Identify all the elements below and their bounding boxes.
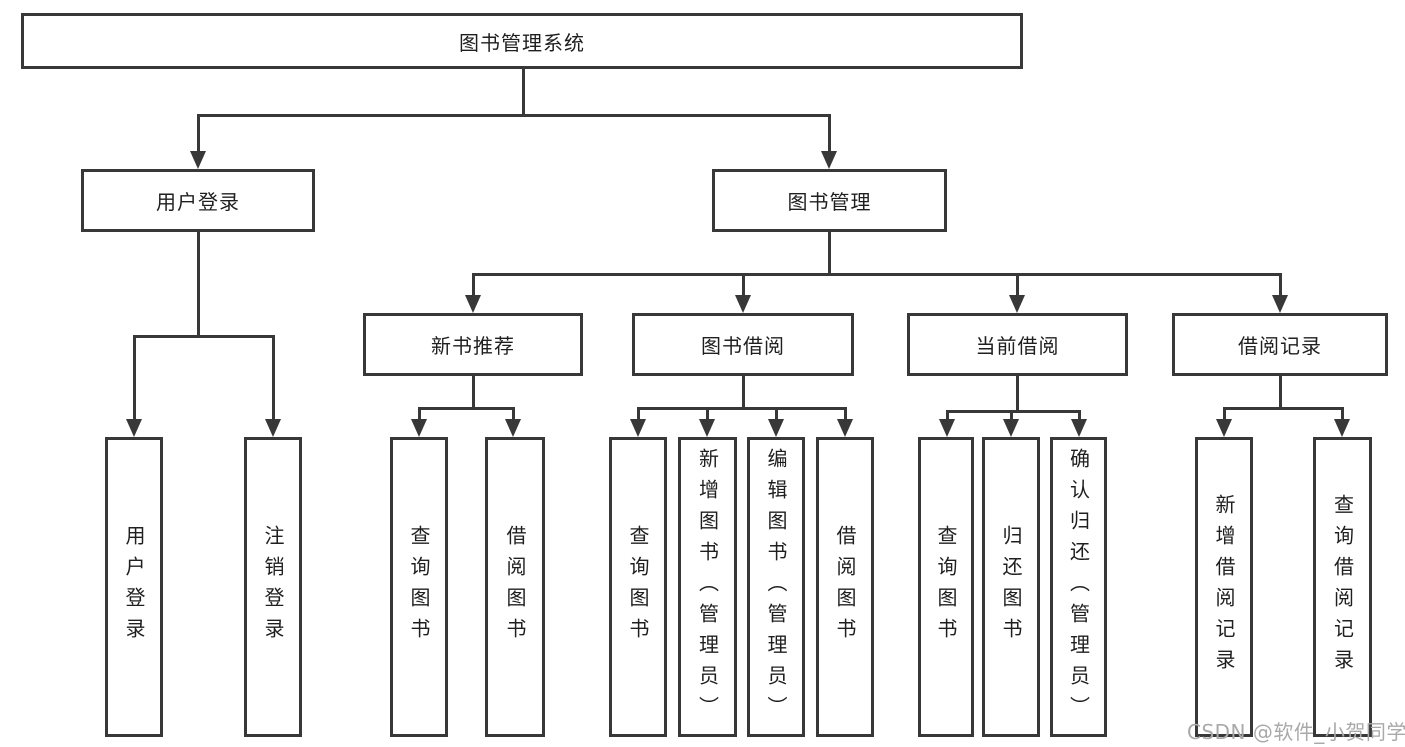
- arrowhead-leaf-add-books: [699, 419, 715, 437]
- arrowhead-leaf-query-borrow: [630, 419, 646, 437]
- edge-to-user-login: [197, 114, 200, 153]
- edge-to-leaf-query-recommend: [418, 407, 421, 419]
- arrowhead-leaf-query-record: [1334, 419, 1350, 437]
- edge-to-leaf-borrow-books: [844, 407, 847, 419]
- edge-level2-bus: [197, 114, 831, 117]
- leaf-borrow-books-recommend: 借阅图书: [485, 437, 545, 737]
- edge-to-leaf-query-current: [946, 410, 949, 419]
- leaf-query-borrow-record: 查询借阅记录: [1313, 437, 1372, 737]
- arrowhead-leaf-query-recommend: [411, 419, 427, 437]
- node-book-borrow: 图书借阅: [632, 313, 854, 376]
- arrowhead-user-login: [190, 151, 206, 169]
- edge-to-book-management: [828, 114, 831, 153]
- arrowhead-leaf-query-current: [939, 419, 955, 437]
- node-new-book-recommend: 新书推荐: [363, 313, 583, 376]
- leaf-add-borrow-record: 新增借阅记录: [1195, 437, 1253, 737]
- leaf-confirm-return-admin: 确认归还（管理员）: [1050, 437, 1107, 737]
- edge-to-leaf-return-books: [1010, 410, 1013, 419]
- edge-book-management-trunk: [828, 232, 831, 273]
- edge-current-borrow-bus: [946, 410, 1080, 413]
- arrowhead-book-borrow: [735, 295, 751, 313]
- arrowhead-leaf-edit-books: [768, 419, 784, 437]
- arrowhead-current-borrow: [1009, 295, 1025, 313]
- edge-to-book-borrow: [742, 273, 745, 297]
- arrowhead-leaf-confirm-return: [1071, 419, 1087, 437]
- edge-to-leaf-add-books: [706, 407, 709, 419]
- leaf-add-books-admin: 新增图书（管理员）: [678, 437, 737, 737]
- edge-to-leaf-query-record: [1341, 407, 1344, 419]
- leaf-logout: 注销登录: [244, 437, 302, 737]
- leaf-query-books-borrow: 查询图书: [609, 437, 667, 737]
- edge-borrow-records-trunk: [1279, 376, 1282, 410]
- edge-current-borrow-trunk: [1016, 376, 1019, 413]
- arrowhead-leaf-borrow-books: [837, 419, 853, 437]
- edge-to-leaf-borrow-recommend: [512, 407, 515, 419]
- leaf-query-books-recommend: 查询图书: [390, 437, 448, 737]
- edge-book-borrow-bus: [637, 407, 846, 410]
- edge-to-leaf-add-record: [1223, 407, 1226, 419]
- edge-new-book-bus: [418, 407, 515, 410]
- edge-to-leaf-edit-books: [775, 407, 778, 419]
- edge-book-borrow-trunk: [742, 376, 745, 410]
- node-borrow-records: 借阅记录: [1172, 313, 1388, 376]
- edge-level3-bus: [472, 273, 1282, 276]
- edge-to-leaf-confirm-return: [1078, 410, 1081, 419]
- edge-borrow-records-bus: [1223, 407, 1343, 410]
- edge-to-borrow-records: [1279, 273, 1282, 297]
- leaf-return-books: 归还图书: [982, 437, 1040, 737]
- arrowhead-leaf-add-record: [1216, 419, 1232, 437]
- arrowhead-leaf-borrow-recommend: [505, 419, 521, 437]
- node-root-library-system: 图书管理系统: [21, 13, 1023, 69]
- edge-to-new-book-recommend: [472, 273, 475, 297]
- arrowhead-new-book-recommend: [465, 295, 481, 313]
- node-current-borrow: 当前借阅: [907, 313, 1128, 376]
- edge-to-leaf-logout: [272, 335, 275, 419]
- edge-to-leaf-query-borrow: [637, 407, 640, 419]
- edge-user-login-bus: [133, 335, 275, 338]
- edge-to-current-borrow: [1016, 273, 1019, 297]
- edge-root-trunk: [522, 69, 525, 114]
- arrowhead-leaf-logout: [265, 419, 281, 437]
- edge-new-book-trunk: [472, 376, 475, 410]
- arrowhead-leaf-return-books: [1003, 419, 1019, 437]
- edge-to-leaf-user-login: [133, 335, 136, 419]
- leaf-edit-books-admin: 编辑图书（管理员）: [747, 437, 805, 737]
- leaf-query-books-current: 查询图书: [918, 437, 974, 737]
- csdn-watermark: CSDN @软件_小贺同学: [1187, 720, 1405, 744]
- leaf-user-login: 用户登录: [105, 437, 163, 737]
- node-user-login-module: 用户登录: [81, 169, 315, 232]
- arrowhead-borrow-records: [1272, 295, 1288, 313]
- leaf-borrow-books: 借阅图书: [816, 437, 874, 737]
- arrowhead-book-management: [821, 151, 837, 169]
- node-book-management-module: 图书管理: [712, 169, 947, 232]
- arrowhead-leaf-user-login: [126, 419, 142, 437]
- edge-user-login-trunk: [197, 232, 200, 338]
